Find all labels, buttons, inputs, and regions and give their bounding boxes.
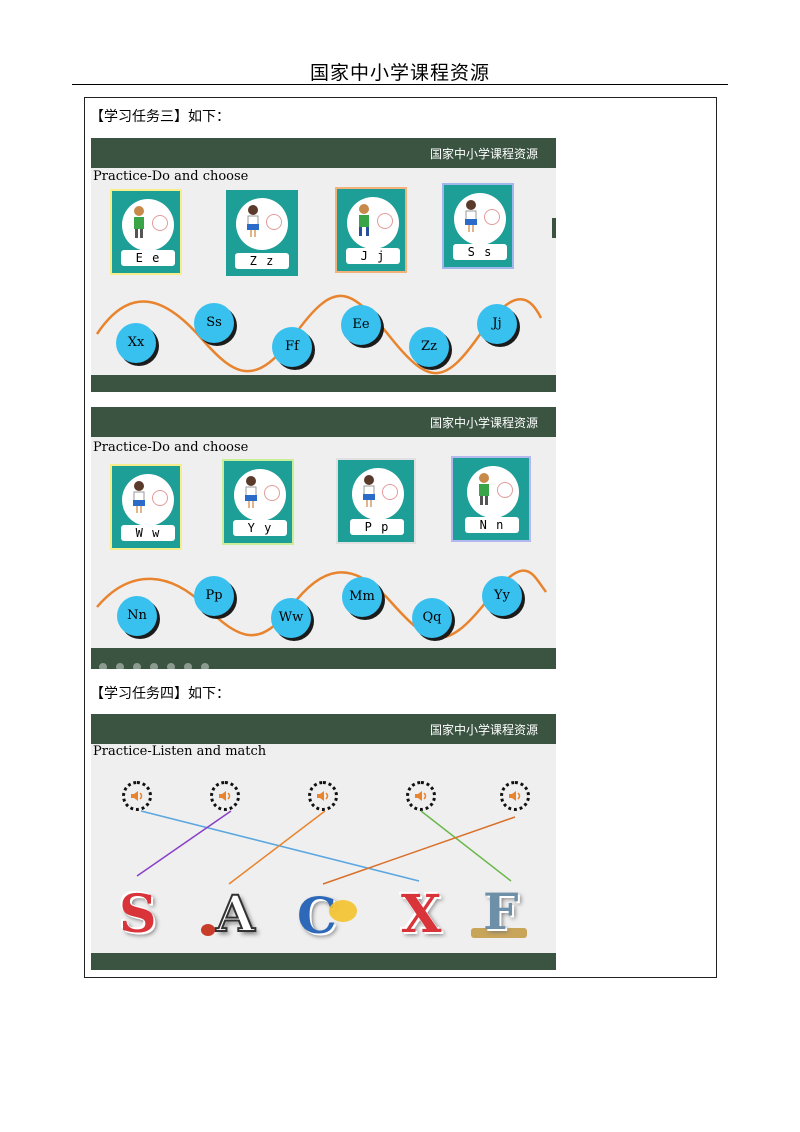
snail-icon (201, 924, 215, 936)
task3-label: 【学习任务三】如下： (90, 109, 230, 125)
letter-bubble[interactable]: Pp (194, 576, 234, 616)
prev-icon[interactable] (99, 663, 107, 669)
letter-card[interactable]: P p (336, 458, 416, 544)
more-icon[interactable] (201, 663, 209, 669)
header-rule (72, 84, 728, 85)
card-letter-label: S s (453, 244, 507, 260)
letter-card[interactable]: J j (335, 187, 407, 273)
card-letter-label: P p (350, 519, 404, 535)
letter-bubble[interactable]: Ee (341, 305, 381, 345)
letter-image-f[interactable]: F (483, 882, 519, 941)
speech-bubble-icon (266, 214, 282, 230)
speech-bubble-icon (152, 215, 168, 231)
letter-card[interactable]: W w (110, 464, 182, 550)
letter-bubble[interactable]: Mm (342, 577, 382, 617)
speech-bubble-icon (484, 209, 500, 225)
child-figure-icon (133, 481, 145, 513)
letter-image-a[interactable]: A (215, 883, 256, 944)
slide-top-bar: 国家中小学课程资源 (91, 714, 556, 744)
slide-brand: 国家中小学课程资源 (429, 723, 538, 737)
speech-bubble-icon (152, 490, 168, 506)
letter-card[interactable]: N n (451, 456, 531, 542)
letter-bubble[interactable]: Xx (116, 323, 156, 363)
screen-icon[interactable] (167, 663, 175, 669)
card-letter-label: Y y (233, 520, 287, 536)
speech-bubble-icon (382, 484, 398, 500)
slide-brand: 国家中小学课程资源 (429, 416, 538, 430)
slide-bottom-bar (91, 953, 556, 970)
letter-bubble[interactable]: Ww (271, 598, 311, 638)
speaker-icon[interactable] (210, 781, 240, 811)
card-letter-label: Z z (235, 253, 289, 269)
speech-bubble-icon (264, 485, 280, 501)
child-figure-icon (479, 473, 489, 505)
wave-line (96, 569, 548, 639)
letter-bubble[interactable]: Zz (409, 327, 449, 367)
slide-title: Practice-Do and choose (93, 169, 249, 184)
slide-brand: 国家中小学课程资源 (429, 147, 538, 161)
letter-bubble[interactable]: Ff (272, 327, 312, 367)
slide-title: Practice-Listen and match (93, 744, 267, 759)
ground-icon (471, 928, 527, 938)
letter-card[interactable]: S s (442, 183, 514, 269)
child-figure-icon (465, 200, 477, 232)
playback-controls (99, 656, 218, 669)
letter-bubble[interactable]: Qq (412, 598, 452, 638)
scroll-handle[interactable] (552, 218, 556, 238)
letter-card[interactable]: E e (110, 189, 182, 275)
content-frame (84, 97, 717, 978)
speaker-icon[interactable] (406, 781, 436, 811)
speaker-icon[interactable] (308, 781, 338, 811)
letter-image-s[interactable]: S (119, 884, 157, 945)
slides-icon[interactable] (184, 663, 192, 669)
card-letter-label: E e (121, 250, 175, 266)
slide-do-and-choose-1: 国家中小学课程资源 Practice-Do and choose E e Z z… (91, 138, 556, 392)
letter-bubble[interactable]: Jj (477, 304, 517, 344)
letter-bubble[interactable]: Ss (194, 303, 234, 343)
pen-icon[interactable] (133, 663, 141, 669)
child-figure-icon (247, 205, 259, 237)
page-header: 国家中小学课程资源 (309, 62, 490, 84)
speech-bubble-icon (497, 482, 513, 498)
pointer-icon[interactable] (150, 663, 158, 669)
task4-label: 【学习任务四】如下： (90, 686, 230, 702)
slide-bottom-bar (91, 648, 556, 669)
slide-top-bar: 国家中小学课程资源 (91, 407, 556, 437)
speaker-icon[interactable] (500, 781, 530, 811)
speaker-icon[interactable] (122, 781, 152, 811)
child-figure-icon (245, 476, 257, 508)
letter-image-x[interactable]: X (401, 884, 442, 945)
letter-card[interactable]: Z z (226, 190, 298, 276)
slide-do-and-choose-2: 国家中小学课程资源 Practice-Do and choose W w Y y… (91, 407, 556, 669)
card-letter-label: J j (346, 248, 400, 264)
card-letter-label: N n (465, 517, 519, 533)
match-lines (136, 810, 516, 885)
child-figure-icon (359, 204, 369, 236)
slide-title: Practice-Do and choose (93, 440, 249, 455)
slide-top-bar: 国家中小学课程资源 (91, 138, 556, 168)
child-figure-icon (134, 206, 144, 238)
child-figure-icon (363, 475, 375, 507)
letter-bubble[interactable]: Nn (117, 596, 157, 636)
slide-bottom-bar (91, 375, 556, 392)
letter-card[interactable]: Y y (222, 459, 294, 545)
letter-bubble[interactable]: Yy (482, 576, 522, 616)
slide-listen-and-match: 国家中小学课程资源 Practice-Listen and match S A … (91, 714, 556, 970)
speech-bubble-icon (377, 213, 393, 229)
cheese-icon (329, 900, 357, 922)
card-letter-label: W w (121, 525, 175, 541)
next-icon[interactable] (116, 663, 124, 669)
wave-line (95, 294, 543, 375)
